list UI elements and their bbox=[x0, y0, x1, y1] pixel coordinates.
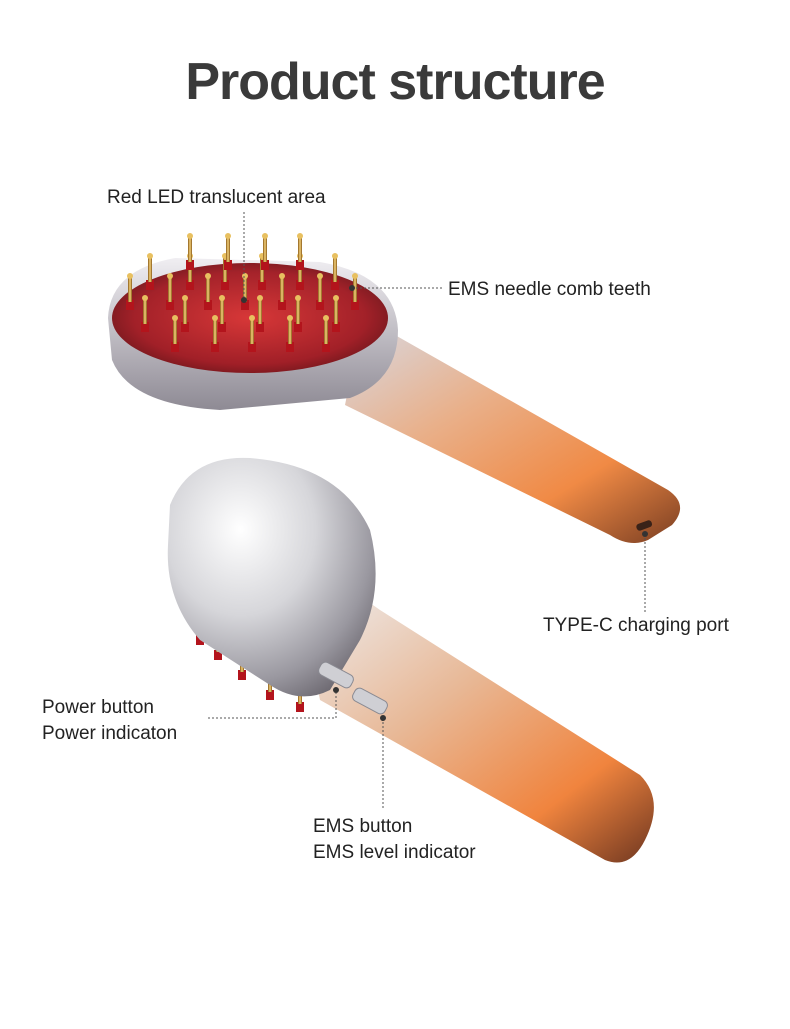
ems-pin bbox=[166, 273, 174, 310]
ems-pin bbox=[296, 233, 304, 270]
ems-pins-top bbox=[126, 233, 359, 352]
label-power-indicator: Power indicaton bbox=[42, 723, 178, 744]
ems-pin bbox=[278, 273, 286, 310]
chrome-back-shell bbox=[167, 457, 376, 697]
ems-pin bbox=[204, 273, 212, 310]
dot-red-led bbox=[241, 297, 247, 303]
leader-dots bbox=[241, 285, 648, 721]
label-type-c: TYPE-C charging port bbox=[543, 615, 729, 636]
brush-front-view bbox=[108, 233, 681, 544]
ems-pin bbox=[211, 315, 219, 352]
type-c-port bbox=[636, 520, 653, 531]
label-ems-level: EMS level indicator bbox=[313, 842, 476, 863]
brush-back-view bbox=[167, 457, 654, 863]
label-power-button: Power button bbox=[42, 697, 154, 718]
label-red-led: Red LED translucent area bbox=[107, 187, 326, 208]
ems-pin bbox=[294, 295, 302, 332]
dot-type-c bbox=[642, 531, 648, 537]
ems-pin bbox=[181, 295, 189, 332]
power-button-shape bbox=[318, 661, 354, 689]
ems-pin bbox=[146, 253, 154, 290]
ems-pin bbox=[186, 233, 194, 270]
ems-pin bbox=[248, 315, 256, 352]
ems-pin bbox=[256, 295, 264, 332]
ems-pin bbox=[126, 273, 134, 310]
ems-pin bbox=[261, 233, 269, 270]
label-ems-button: EMS button bbox=[313, 816, 413, 837]
dot-ems-teeth bbox=[349, 285, 355, 291]
ems-pin bbox=[332, 295, 340, 332]
page-title: Product structure bbox=[185, 53, 605, 111]
ems-pin bbox=[286, 315, 294, 352]
brush-handle bbox=[345, 335, 681, 544]
leader-lines bbox=[208, 212, 646, 810]
ems-pin bbox=[331, 253, 339, 290]
dot-power bbox=[333, 687, 339, 693]
ems-pin bbox=[322, 315, 330, 352]
ems-pin bbox=[141, 295, 149, 332]
ems-pin bbox=[351, 273, 359, 310]
dot-ems-button bbox=[380, 715, 386, 721]
ems-pin bbox=[171, 315, 179, 352]
label-ems-teeth: EMS needle comb teeth bbox=[448, 279, 651, 300]
ems-pin bbox=[316, 273, 324, 310]
back-brush-handle bbox=[300, 592, 654, 863]
ems-pin bbox=[218, 295, 226, 332]
ems-button-shape bbox=[352, 687, 388, 715]
ems-pin bbox=[224, 233, 232, 270]
